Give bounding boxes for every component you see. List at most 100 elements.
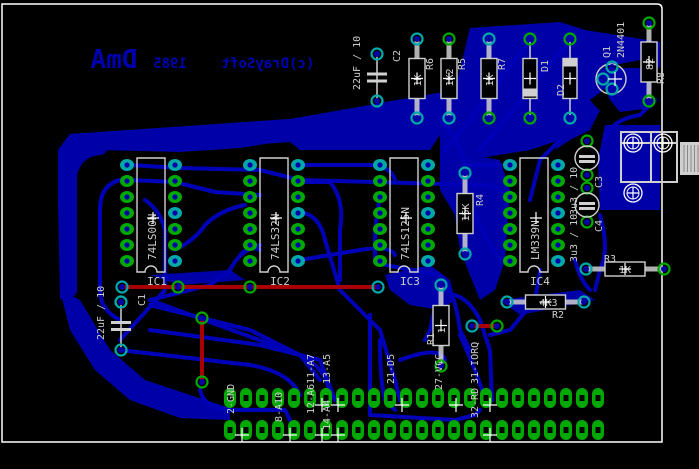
- resistor-pad[interactable]: [410, 111, 424, 125]
- connector-pin[interactable]: [576, 420, 588, 440]
- ic-pin[interactable]: [291, 255, 305, 267]
- jumper-via[interactable]: [195, 311, 209, 325]
- ic-pin[interactable]: [291, 191, 305, 203]
- resistor-pad[interactable]: [458, 247, 472, 261]
- jumper-via[interactable]: [490, 319, 504, 333]
- ic-pin[interactable]: [373, 239, 387, 251]
- connector-pin[interactable]: [496, 388, 508, 408]
- connector-pin[interactable]: [368, 388, 380, 408]
- transistor-pin[interactable]: [605, 82, 619, 96]
- ic-pin[interactable]: [421, 191, 435, 203]
- ic-pin[interactable]: [503, 255, 517, 267]
- ic-pin[interactable]: [168, 255, 182, 267]
- connector-pin[interactable]: [592, 420, 604, 440]
- ic-pin[interactable]: [291, 159, 305, 171]
- resistor-pad[interactable]: [410, 32, 424, 46]
- ic-pin[interactable]: [421, 207, 435, 219]
- diode-pad[interactable]: [523, 111, 537, 125]
- connector-pin[interactable]: [272, 388, 284, 408]
- ic-pin[interactable]: [551, 239, 565, 251]
- connector-pin[interactable]: [432, 420, 444, 440]
- connector-pin[interactable]: [464, 420, 476, 440]
- connector-pin[interactable]: [576, 388, 588, 408]
- resistor-pad[interactable]: [657, 262, 671, 276]
- ic-pin[interactable]: [421, 239, 435, 251]
- ic-pin[interactable]: [291, 239, 305, 251]
- connector-pin[interactable]: [496, 420, 508, 440]
- connector-pin[interactable]: [384, 388, 396, 408]
- capacitor-pad[interactable]: [370, 94, 384, 108]
- capacitor-pad[interactable]: [370, 47, 384, 61]
- connector-pin[interactable]: [448, 420, 460, 440]
- resistor-pad[interactable]: [577, 295, 591, 309]
- ic-pin[interactable]: [551, 223, 565, 235]
- ic-pin[interactable]: [373, 175, 387, 187]
- connector-pin[interactable]: [224, 388, 236, 408]
- ic-pin[interactable]: [243, 255, 257, 267]
- ic-pin[interactable]: [373, 191, 387, 203]
- ic-pin[interactable]: [551, 175, 565, 187]
- connector-pin[interactable]: [416, 388, 428, 408]
- ic-pin[interactable]: [243, 191, 257, 203]
- ic-pin[interactable]: [243, 207, 257, 219]
- ic-pin[interactable]: [120, 175, 134, 187]
- connector-pin[interactable]: [304, 420, 316, 440]
- connector-pin[interactable]: [544, 420, 556, 440]
- ic-pin[interactable]: [551, 191, 565, 203]
- resistor-r3[interactable]: 1KR3: [579, 254, 671, 277]
- connector-pin[interactable]: [256, 388, 268, 408]
- connector-pin[interactable]: [320, 388, 332, 408]
- power-jack[interactable]: [620, 131, 699, 203]
- ic-pin[interactable]: [551, 255, 565, 267]
- ic-pin[interactable]: [373, 255, 387, 267]
- connector-pin[interactable]: [400, 388, 412, 408]
- ic-pin[interactable]: [168, 191, 182, 203]
- connector-pin[interactable]: [448, 388, 460, 408]
- connector-pin[interactable]: [336, 388, 348, 408]
- ic-pin[interactable]: [551, 159, 565, 171]
- jumper-via[interactable]: [114, 295, 128, 309]
- connector-pin[interactable]: [528, 420, 540, 440]
- ic-pin[interactable]: [503, 191, 517, 203]
- resistor-pad[interactable]: [434, 359, 448, 373]
- connector-pin[interactable]: [352, 420, 364, 440]
- connector-pin[interactable]: [544, 388, 556, 408]
- ic-pin[interactable]: [503, 207, 517, 219]
- diode-d1[interactable]: D1: [522, 32, 551, 125]
- connector-pin[interactable]: [432, 388, 444, 408]
- ic-pin[interactable]: [421, 223, 435, 235]
- connector-pin[interactable]: [304, 388, 316, 408]
- resistor-pad[interactable]: [442, 32, 456, 46]
- connector-pin[interactable]: [416, 420, 428, 440]
- ic-pin[interactable]: [168, 175, 182, 187]
- ic-pin[interactable]: [291, 207, 305, 219]
- ic-pin[interactable]: [243, 175, 257, 187]
- jumper-via[interactable]: [115, 280, 129, 294]
- ic-pin[interactable]: [168, 239, 182, 251]
- connector-pin[interactable]: [560, 388, 572, 408]
- connector-pin[interactable]: [512, 420, 524, 440]
- jumper-via[interactable]: [371, 280, 385, 294]
- ic-pin[interactable]: [291, 175, 305, 187]
- resistor-pad[interactable]: [482, 32, 496, 46]
- ic-pin[interactable]: [373, 159, 387, 171]
- connector-pin[interactable]: [288, 388, 300, 408]
- capacitor-pad[interactable]: [114, 343, 128, 357]
- ic-pin[interactable]: [551, 207, 565, 219]
- ic-pin[interactable]: [421, 175, 435, 187]
- ic-pin[interactable]: [421, 159, 435, 171]
- ic-pin[interactable]: [421, 255, 435, 267]
- jumper-via[interactable]: [195, 375, 209, 389]
